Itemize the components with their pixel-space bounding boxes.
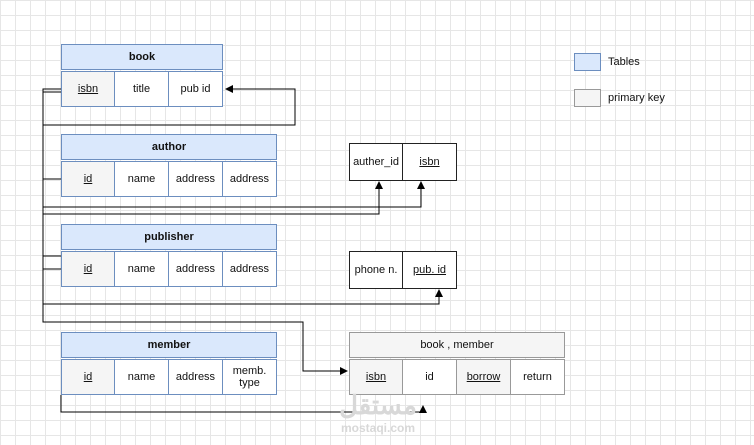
primary-key-cell: isbn xyxy=(349,359,403,395)
link-pubid-loop xyxy=(43,85,296,126)
table-header: author xyxy=(61,134,277,160)
column-cell: name xyxy=(115,161,169,197)
link-member-to-book-member xyxy=(60,395,427,413)
table-header: publisher xyxy=(61,224,277,250)
link-publisher-to-pub-id xyxy=(43,289,443,305)
column-cell: pub. id xyxy=(403,251,457,289)
legend-primary-key-swatch xyxy=(574,89,601,107)
primary-key-cell: id xyxy=(61,161,115,197)
legend-primary-key-label: primary key xyxy=(608,92,665,104)
table-row: id name address address xyxy=(61,161,277,197)
column-cell: address xyxy=(223,161,277,197)
column-cell: address xyxy=(169,161,223,197)
column-cell: address xyxy=(223,251,277,287)
column-cell: isbn xyxy=(403,143,457,181)
link-book-isbn-trunk xyxy=(42,88,348,375)
column-cell: id xyxy=(403,359,457,395)
column-cell: memb. type xyxy=(223,359,277,395)
legend-tables-label: Tables xyxy=(608,56,640,68)
column-cell: auther_id xyxy=(349,143,403,181)
primary-key-cell: isbn xyxy=(61,71,115,107)
table-row: isbn id borrow return xyxy=(349,359,565,395)
watermark-arabic: مستقل xyxy=(339,390,417,420)
column-cell: name xyxy=(115,251,169,287)
link-book-to-isbn xyxy=(43,181,425,208)
link-author-to-auther-id xyxy=(42,178,383,215)
table-row: id name address memb. type xyxy=(61,359,277,395)
column-cell: title xyxy=(115,71,169,107)
primary-key-cell: borrow xyxy=(457,359,511,395)
column-cell: address xyxy=(169,251,223,287)
table-header: member xyxy=(61,332,277,358)
legend-tables-swatch xyxy=(574,53,601,71)
column-cell: pub id xyxy=(169,71,223,107)
table-header: book , member xyxy=(349,332,565,358)
column-cell: return xyxy=(511,359,565,395)
column-cell: name xyxy=(115,359,169,395)
relation-author-isbn: auther_id isbn xyxy=(349,143,457,181)
primary-key-cell: id xyxy=(61,251,115,287)
primary-key-cell: id xyxy=(61,359,115,395)
watermark-latin: mostaqi.com xyxy=(340,421,415,435)
column-cell: address xyxy=(169,359,223,395)
column-cell: phone n. xyxy=(349,251,403,289)
table-header: book xyxy=(61,44,223,70)
relation-phone: phone n. pub. id xyxy=(349,251,457,289)
table-row: isbn title pub id xyxy=(61,71,223,107)
table-row: id name address address xyxy=(61,251,277,287)
